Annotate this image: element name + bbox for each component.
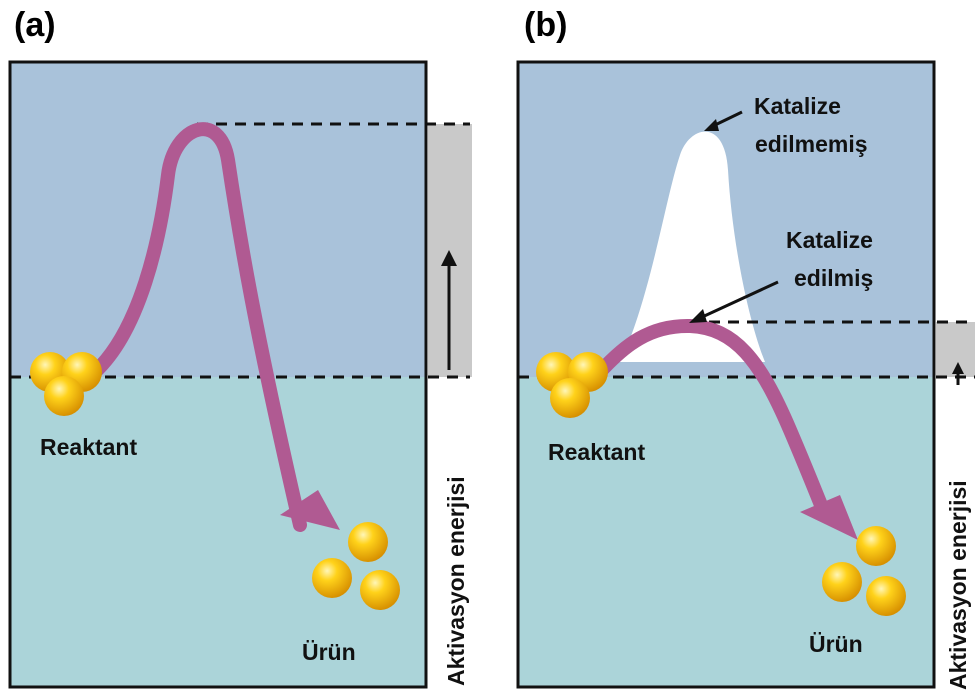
panel-a-reaction-arrowhead — [280, 490, 340, 530]
panel-b-product-molecule — [822, 526, 906, 616]
panel-b-frame — [516, 60, 936, 689]
panel-b-activation-energy-label: Aktivasyon enerjisi — [945, 480, 971, 690]
panel-b-reaction-path — [593, 318, 832, 522]
panel-b-reaction-arrowhead — [800, 495, 858, 540]
panel-a-reactant-label: Reaktant — [40, 434, 137, 460]
panel-a-reaction-path — [88, 122, 307, 532]
panel-a-frame — [8, 60, 428, 689]
panel-b-uncatalyzed-label-line2: edilmemiş — [755, 131, 868, 157]
panel-b: Katalize edilmemiş Katalize edilmiş Reak… — [516, 60, 975, 690]
panel-b-uncatalyzed-pointer-head — [704, 119, 719, 131]
panel-b-label: (b) — [524, 6, 568, 44]
panel-a-activation-energy-label: Aktivasyon enerjisi — [443, 476, 469, 686]
panel-b-catalyzed-pointer-head — [689, 309, 707, 323]
panel-a-upper-region — [10, 62, 426, 377]
panel-a-product-label: Ürün — [302, 639, 356, 665]
panel-a-reactant-molecule — [30, 352, 102, 416]
panel-b-catalyzed-label-line2: edilmiş — [794, 265, 873, 291]
panel-b-product-label: Ürün — [809, 631, 863, 657]
panel-a-label: (a) — [14, 6, 56, 44]
panel-b-uncatalyzed-pointer — [712, 110, 743, 128]
panel-a-product-molecule — [312, 522, 400, 610]
panel-a-energy-arrowhead — [441, 250, 457, 266]
panel-a: Reaktant Ürün Aktivasyon enerjisi — [8, 60, 472, 689]
panel-b-energy-arrowhead — [952, 362, 964, 374]
panel-b-catalyzed-label-line1: Katalize — [786, 227, 873, 253]
panel-b-catalyzed-pointer — [699, 280, 779, 320]
panel-b-reactant-label: Reaktant — [548, 439, 645, 465]
panel-b-reactant-molecule — [536, 352, 608, 418]
panel-b-uncatalyzed-label-line1: Katalize — [754, 93, 841, 119]
